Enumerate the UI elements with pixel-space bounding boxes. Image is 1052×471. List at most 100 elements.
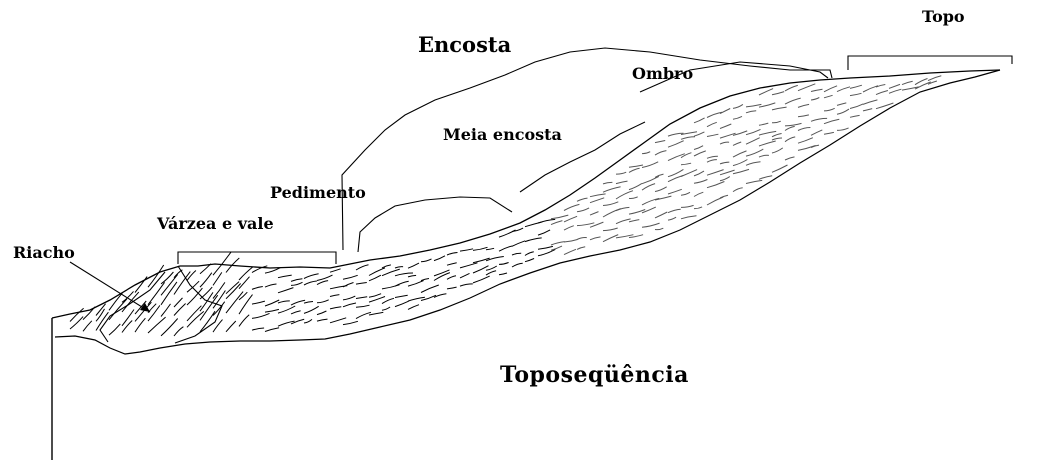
hatch-mark — [382, 298, 394, 303]
hatch-mark — [681, 137, 695, 140]
hatch-mark — [603, 228, 618, 231]
hatch-mark — [473, 247, 488, 250]
hatch-mark — [512, 241, 525, 247]
hatch-mark — [291, 279, 302, 282]
hatch-mark — [161, 304, 171, 317]
hatch-mark — [382, 265, 391, 268]
hatch-mark — [889, 89, 901, 93]
hatch-mark — [746, 129, 761, 134]
hatch-mark — [356, 297, 367, 299]
hatch-mark — [824, 132, 834, 134]
hatch-mark — [395, 267, 403, 268]
hatch-mark — [772, 138, 782, 140]
hatch-mark — [525, 238, 542, 242]
hatch-mark — [434, 270, 450, 276]
hatch-mark — [577, 223, 594, 226]
hatch-mark — [460, 273, 470, 278]
hatch-mark — [447, 253, 458, 256]
hatch-mark — [681, 163, 691, 165]
hatch-mark — [512, 253, 521, 255]
hatch-mark — [707, 160, 717, 163]
hatch-mark — [577, 198, 588, 201]
hatch-mark — [447, 287, 457, 289]
hatch-mark — [694, 118, 705, 123]
hatch-mark — [213, 320, 223, 333]
hatch-mark — [486, 248, 494, 249]
hatch-mark — [772, 121, 781, 123]
hatch-mark — [720, 142, 729, 144]
hatch-mark — [278, 301, 290, 303]
hatch-mark — [317, 300, 329, 303]
hatch-mark — [265, 328, 279, 332]
hatch-mark — [707, 197, 723, 205]
hatch-mark — [863, 86, 878, 92]
topo-label: Topo — [922, 9, 965, 25]
hatch-mark — [772, 165, 788, 172]
hatch-mark — [408, 275, 416, 277]
hatch-mark — [330, 307, 341, 309]
hatch-mark — [382, 307, 390, 310]
hatch-mark — [642, 184, 655, 191]
hatch-mark — [837, 109, 849, 114]
hatch-mark — [538, 219, 555, 223]
hatch-mark — [330, 318, 346, 323]
hatch-mark — [694, 146, 703, 150]
hatch-mark — [551, 221, 562, 225]
hatch-mark — [538, 246, 553, 249]
hatch-mark — [876, 91, 888, 95]
hatch-mark — [434, 256, 445, 261]
hatch-mark — [564, 204, 579, 210]
hatch-mark — [772, 92, 784, 95]
hatch-mark — [239, 292, 247, 300]
hatch-mark — [252, 287, 263, 290]
hatch-mark — [525, 252, 534, 256]
hatch-mark — [343, 283, 354, 288]
hatch-mark — [317, 319, 328, 321]
hatch-mark — [590, 237, 601, 240]
hatch-mark — [291, 300, 305, 305]
hatch-mark — [356, 312, 371, 318]
hatch-mark — [616, 172, 626, 174]
hatch-mark — [317, 281, 328, 285]
hatch-mark — [785, 157, 795, 160]
encosta-bracket — [342, 48, 832, 250]
hatch-mark — [655, 228, 663, 229]
hatch-mark — [668, 141, 684, 148]
hatch-mark — [642, 162, 658, 168]
hatch-mark — [343, 296, 355, 300]
hatch-mark — [850, 85, 862, 88]
hatch-mark — [200, 311, 215, 332]
hatch-mark — [460, 284, 473, 286]
hatch-mark — [681, 153, 691, 158]
hatch-mark — [707, 122, 717, 126]
hatch-mark — [759, 103, 775, 107]
hatch-mark — [668, 217, 676, 220]
hatch-mark — [759, 89, 773, 95]
hatch-mark — [603, 187, 621, 192]
hatch-mark — [70, 317, 83, 329]
hatch-mark — [291, 311, 301, 314]
hatch-mark — [551, 242, 565, 245]
hatch-mark — [577, 238, 587, 240]
hatch-mark — [252, 328, 264, 330]
hatch-mark — [83, 321, 92, 332]
hatch-mark — [863, 100, 877, 105]
hatch-mark — [473, 266, 489, 273]
weathered-layer-base — [55, 70, 1000, 354]
hatch-mark — [343, 321, 358, 324]
hatch-mark — [356, 283, 367, 285]
hatch-mark — [850, 104, 863, 109]
hatch-mark — [837, 103, 846, 106]
hatch-mark — [759, 123, 768, 125]
varzea-e-vale-label: Várzea e vale — [157, 216, 274, 232]
hatch-mark — [213, 282, 225, 298]
hatch-mark — [629, 197, 638, 199]
hatch-mark — [694, 207, 702, 209]
hatch-mark — [824, 95, 833, 98]
hatch-mark — [460, 263, 478, 268]
hatch-mark — [616, 219, 631, 224]
hatch-mark — [486, 271, 496, 275]
hatch-mark — [330, 269, 341, 272]
hatch-mark — [720, 195, 728, 198]
hatch-mark — [811, 130, 822, 135]
